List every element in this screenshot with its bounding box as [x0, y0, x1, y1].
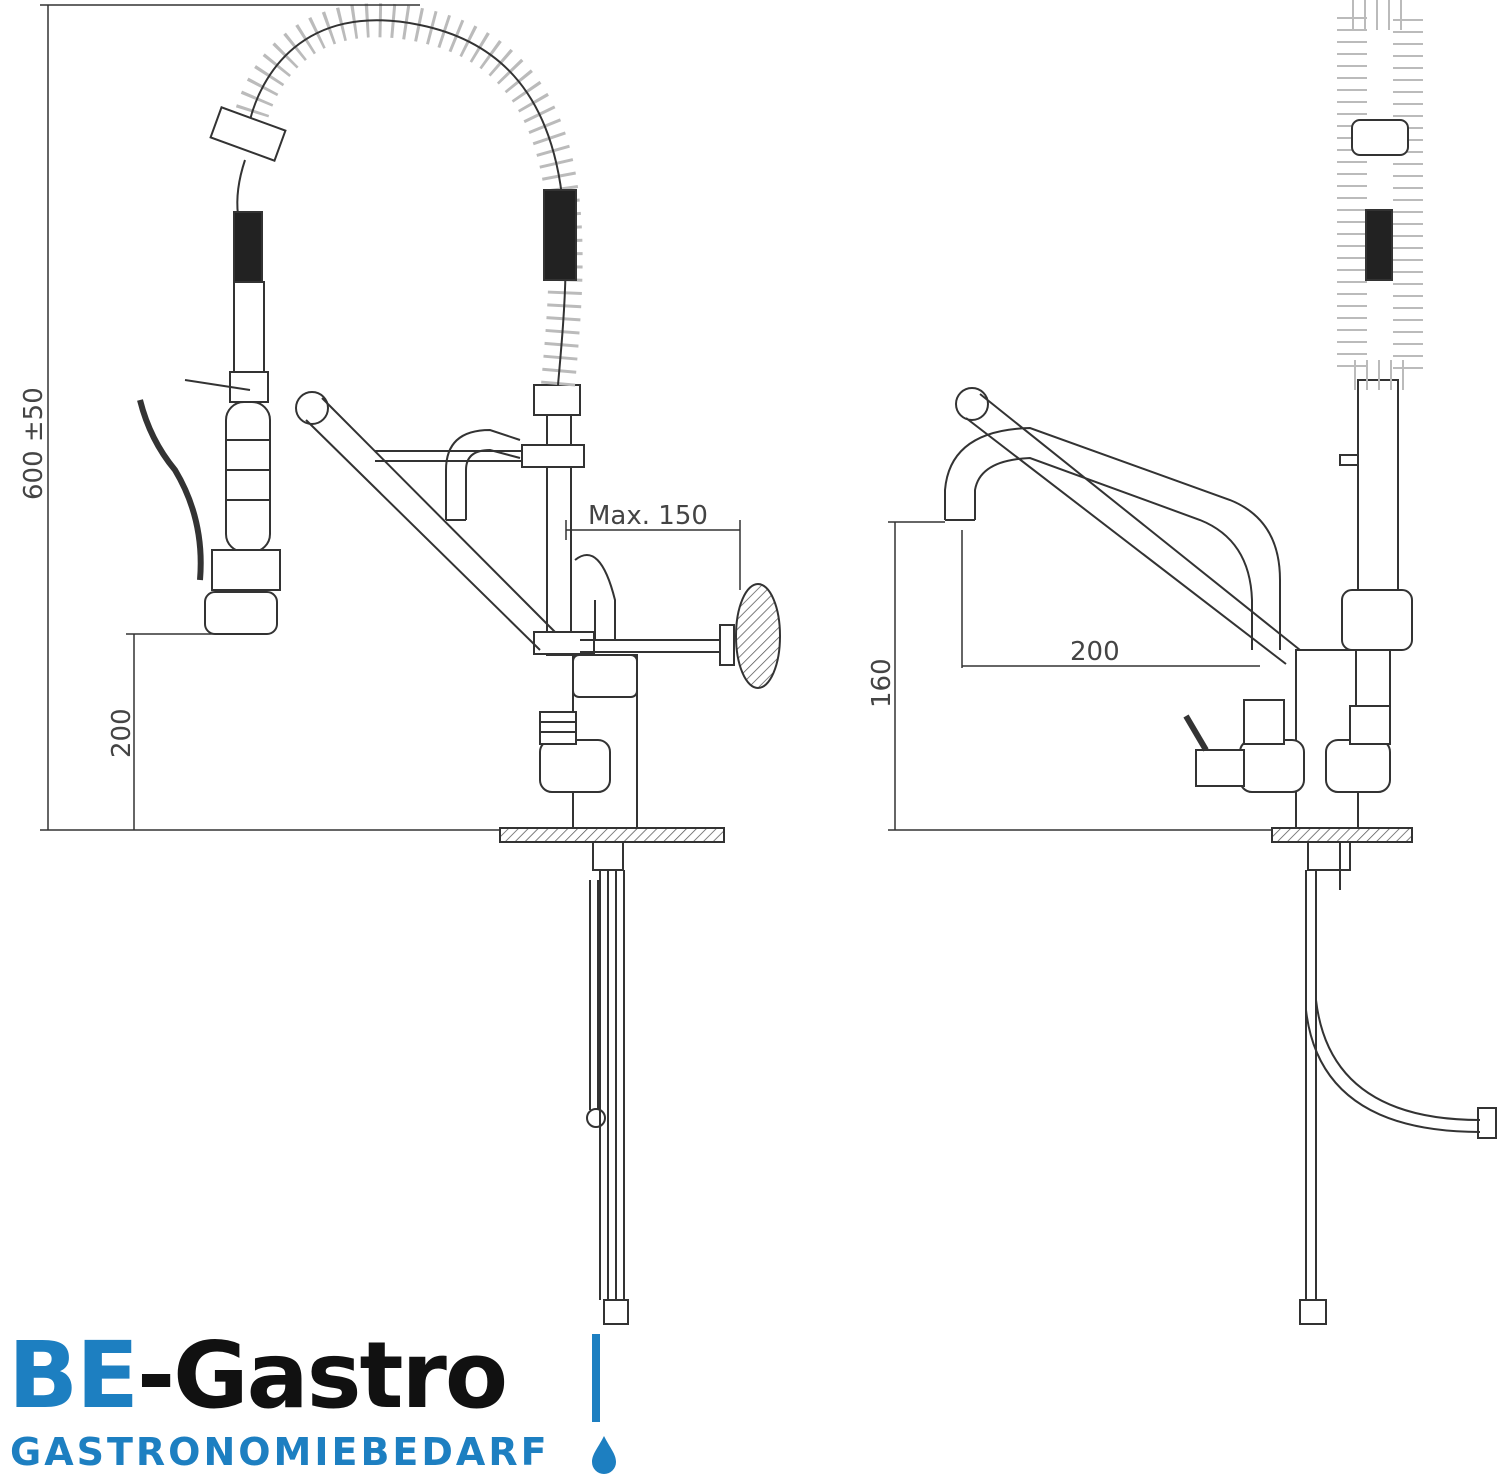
- logo-suffix: -Gastro: [136, 1322, 508, 1429]
- side-view-right: [944, 0, 1497, 1325]
- hose-grip-left: [233, 211, 263, 283]
- riser-pipe-right: [1357, 379, 1399, 591]
- dimension-lines-right: [888, 521, 1272, 831]
- logo-prefix: BE: [8, 1322, 139, 1429]
- knob-hatched-left: [735, 583, 781, 689]
- dim-reach: Max. 150: [588, 501, 708, 531]
- dimension-labels-left: 600 ±50 200 Max. 150: [19, 387, 708, 758]
- water-drop-icon: [592, 1436, 616, 1474]
- logo-accent-bar: [592, 1334, 600, 1422]
- side-view-left: [137, 3, 781, 1325]
- dimension-labels-right: 200 160: [867, 637, 1120, 708]
- logo-tagline: GASTRONOMIEBEDARF: [10, 1430, 550, 1474]
- dimension-lines-left: [40, 4, 741, 831]
- dim-spout-reach: 200: [1070, 637, 1120, 667]
- brand-logo: BE-Gastro GASTRONOMIEBEDARF: [8, 1326, 628, 1476]
- spring-coil-left: [233, 3, 583, 387]
- logo-wordmark: BE-Gastro: [8, 1326, 508, 1426]
- counter-plate-left: [499, 827, 725, 843]
- dim-spout-height: 160: [867, 658, 897, 708]
- spring-coil-right: [1337, 0, 1423, 390]
- dim-total-height: 600 ±50: [19, 387, 49, 500]
- dim-left-height: 200: [107, 708, 137, 758]
- counter-plate-right: [1271, 827, 1413, 843]
